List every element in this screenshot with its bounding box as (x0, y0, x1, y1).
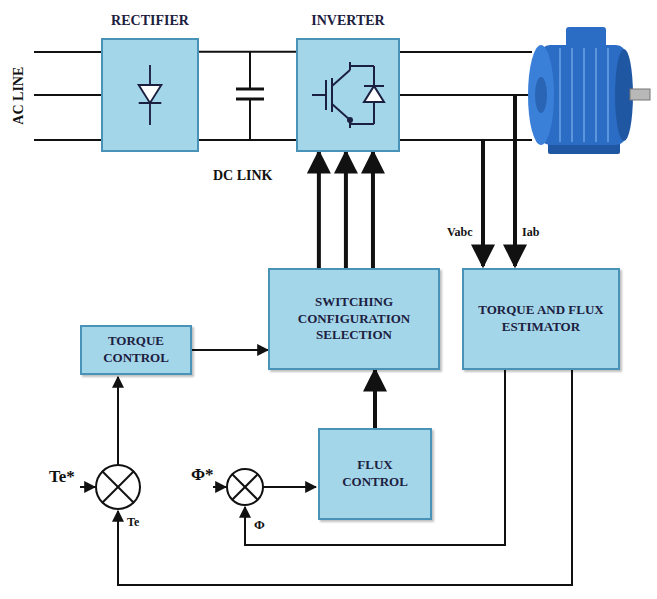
diode-symbol (103, 40, 197, 150)
block-heading: RECTIFIER (111, 13, 189, 29)
flux-feedback-wire (245, 370, 505, 545)
junction-cross (102, 471, 134, 503)
inverter-box: INVERTER (296, 38, 400, 152)
torque-control-box: TORQUE CONTROL (80, 325, 192, 375)
switching-box: SWITCHING CONFIGURATION SELECTION (268, 268, 440, 370)
reference-label: Te* (48, 468, 76, 487)
error-wire (263, 486, 316, 488)
voltage-sense-wire (481, 140, 485, 266)
connector (344, 152, 348, 268)
igbt-symbol (298, 40, 398, 150)
estimator-box: TORQUE AND FLUX ESTIMATOR (462, 268, 620, 370)
connector (192, 349, 268, 351)
current-sense-wire (513, 95, 517, 266)
capacitor-lead (249, 52, 251, 89)
motor-wire (399, 139, 532, 141)
ac-line-label: AC LINE (11, 66, 26, 126)
capacitor-plate (236, 88, 264, 91)
block-label: TORQUE AND FLUX ESTIMATOR (472, 302, 610, 336)
dc-link-label: DC LINK (212, 168, 274, 183)
reference-wire (80, 486, 95, 488)
flux-control-box: FLUX CONTROL (318, 428, 432, 520)
feedback-label: Φ (253, 518, 266, 532)
ac-wire (34, 94, 101, 96)
reference-wire (213, 486, 226, 488)
motor-wire (399, 94, 530, 96)
summing-junction (96, 465, 140, 509)
block-label: FLUX CONTROL (328, 457, 422, 491)
capacitor-lead (249, 99, 251, 140)
junction-cross (102, 471, 134, 503)
connector (317, 152, 321, 268)
feedback-label: Te (126, 516, 140, 529)
junction-cross (232, 474, 258, 500)
connector (373, 370, 377, 428)
rectifier-box: RECTIFIER (101, 38, 199, 152)
ac-wire (34, 139, 101, 141)
connector (199, 139, 296, 141)
motor-illustration (528, 27, 650, 154)
junction-cross (232, 474, 258, 500)
error-wire (117, 377, 119, 465)
summing-junction (227, 469, 263, 505)
torque-feedback-wire (118, 370, 572, 585)
ac-wire (34, 51, 101, 53)
block-label: TORQUE CONTROL (90, 333, 182, 367)
signal-name: Vabc (446, 226, 474, 239)
signal-name: Iab (521, 226, 540, 239)
block-heading: INVERTER (311, 13, 384, 29)
connector (199, 51, 296, 53)
reference-label: Φ* (190, 466, 215, 485)
motor-wire (399, 51, 532, 53)
block-label: SWITCHING CONFIGURATION SELECTION (278, 294, 430, 345)
connector (371, 152, 375, 268)
